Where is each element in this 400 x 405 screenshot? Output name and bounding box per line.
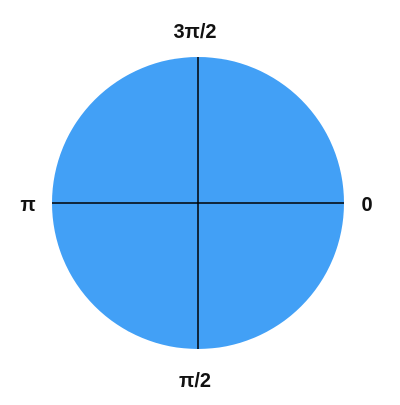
label-top-angle: 3π/2 <box>173 21 216 43</box>
label-right-angle: 0 <box>361 194 372 216</box>
label-bottom-angle: π/2 <box>179 370 211 392</box>
label-left-angle: π <box>20 194 35 216</box>
